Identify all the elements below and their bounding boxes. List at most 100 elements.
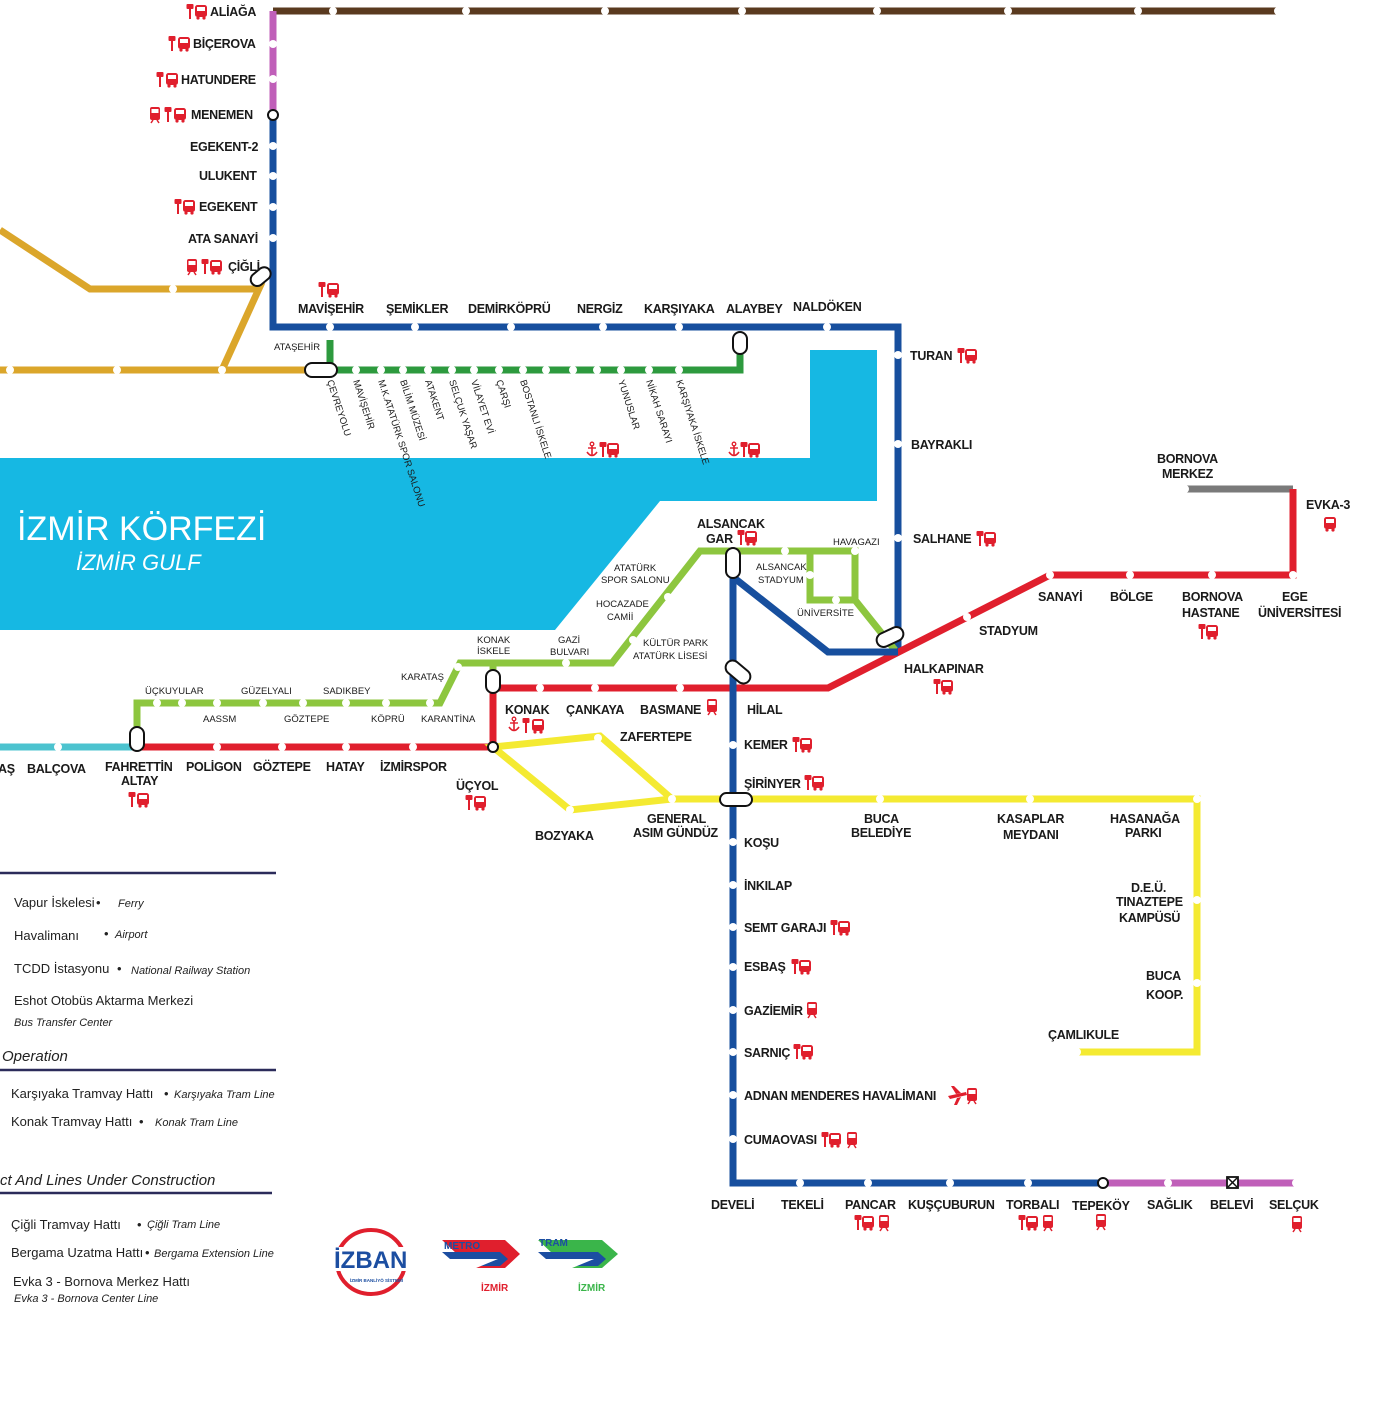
station-buca-koop[interactable]: BUCA <box>1146 969 1181 983</box>
station-evka3[interactable]: EVKA-3 <box>1306 498 1351 512</box>
tram-uckuyular[interactable]: ÜÇKUYULAR <box>145 686 204 697</box>
station-alaybey[interactable]: ALAYBEY <box>726 302 784 316</box>
station-deu[interactable]: D.E.Ü. <box>1131 880 1166 895</box>
station-hilal[interactable]: HİLAL <box>747 702 783 717</box>
station-basmane[interactable]: BASMANE <box>640 703 701 717</box>
station-camlikule[interactable]: ÇAMLIKULE <box>1048 1028 1119 1042</box>
station-izmirspor[interactable]: İZMİRSPOR <box>380 759 447 774</box>
tram-ataturk-spor[interactable]: ATATÜRK <box>614 563 657 574</box>
karsiyaka-tram-stop-label[interactable]: ÇARŞI <box>493 379 512 410</box>
station-salhane[interactable]: SALHANE <box>913 532 972 546</box>
station-sanayi[interactable]: SANAYİ <box>1038 589 1083 604</box>
station-sarnic[interactable]: SARNIÇ <box>744 1046 791 1060</box>
station-tepekoy[interactable]: TEPEKÖY <box>1072 1198 1131 1213</box>
station-cumaovasi[interactable]: CUMAOVASI <box>744 1133 817 1147</box>
legend-karsiyaka-tram: Karşıyaka Tramvay Hattı <box>11 1086 153 1101</box>
interchange-nodes <box>129 109 1109 1189</box>
tram-kopru[interactable]: KÖPRÜ <box>371 714 405 725</box>
tram-karantina[interactable]: KARANTİNA <box>421 714 476 725</box>
tram-sadikbey[interactable]: SADIKBEY <box>323 686 371 697</box>
yellow-line <box>484 732 1201 1056</box>
station-kasaplar[interactable]: KASAPLAR <box>997 812 1065 826</box>
station-semikler[interactable]: ŞEMİKLER <box>386 301 449 316</box>
karsiyaka-tram-stop-label[interactable]: ATAKENT <box>422 379 446 423</box>
station-halkapinar[interactable]: HALKAPINAR <box>904 662 984 676</box>
station-atasanayi[interactable]: ATA SANAYİ <box>188 231 258 246</box>
station-naldoken[interactable]: NALDÖKEN <box>793 299 862 314</box>
station-tekeli[interactable]: TEKELİ <box>781 1197 824 1212</box>
tram-gazi-bulvari[interactable]: GAZİ <box>558 635 580 646</box>
station-ege-universitesi[interactable]: EGE <box>1282 590 1308 604</box>
station-kuscuburun[interactable]: KUŞÇUBURUN <box>908 1198 995 1212</box>
station-zafertepe[interactable]: ZAFERTEPE <box>620 730 692 744</box>
tram-karatas[interactable]: KARATAŞ <box>401 672 444 683</box>
station-bayrakli[interactable]: BAYRAKLI <box>911 438 972 452</box>
station-develi[interactable]: DEVELİ <box>711 1197 755 1212</box>
karsiyaka-tram-stop-label[interactable]: MAVİŞEHİR <box>350 379 376 432</box>
karsiyaka-tram-stop-label[interactable]: ÇEVREYOLU <box>324 379 353 438</box>
metro-south-line <box>729 551 1103 1187</box>
station-fahrettin-altay[interactable]: FAHRETTİN <box>105 759 173 774</box>
station-nergiz[interactable]: NERGİZ <box>577 301 623 316</box>
station-egekent2[interactable]: EGEKENT-2 <box>190 140 259 154</box>
station-hatay[interactable]: HATAY <box>326 760 366 774</box>
station-bornova-merkez[interactable]: BORNOVA <box>1157 452 1218 466</box>
station-general-asim-gunduz[interactable]: GENERAL <box>647 812 707 826</box>
tram-universite[interactable]: ÜNİVERSİTE <box>797 608 854 619</box>
bullet: • <box>139 1114 144 1129</box>
station-bolge[interactable]: BÖLGE <box>1110 589 1153 604</box>
station-gaziemir[interactable]: GAZİEMİR <box>744 1003 803 1018</box>
tram-konak-iskele[interactable]: KONAK <box>477 635 511 646</box>
tram-hocazade[interactable]: HOCAZADE <box>596 599 649 610</box>
station-hatundere[interactable]: HATUNDERE <box>181 73 256 87</box>
tram-kulturpark[interactable]: KÜLTÜR PARK <box>643 638 709 649</box>
station-torbali[interactable]: TORBALI <box>1006 1198 1060 1212</box>
station-cankaya[interactable]: ÇANKAYA <box>566 703 625 717</box>
station-pancar[interactable]: PANCAR <box>845 1198 896 1212</box>
station-buca-belediye[interactable]: BUCA <box>864 812 899 826</box>
station-hasanaga[interactable]: HASANAĞA <box>1110 811 1180 826</box>
station-esbas[interactable]: ESBAŞ <box>744 960 786 974</box>
station-semt-garaji[interactable]: SEMT GARAJI <box>744 921 826 935</box>
karsiyaka-tram-stop-label[interactable]: YUNUSLAR <box>615 379 641 432</box>
station-sirinyer[interactable]: ŞİRİNYER <box>744 776 801 791</box>
tram-aassm[interactable]: AASSM <box>203 714 236 725</box>
station-as-cut[interactable]: AŞ <box>0 762 15 776</box>
station-alsancak-gar[interactable]: ALSANCAK <box>697 517 765 531</box>
station-balcova[interactable]: BALÇOVA <box>27 762 86 776</box>
station-aliaga[interactable]: ALİAĞA <box>210 4 257 19</box>
station-adnan-menderes[interactable]: ADNAN MENDERES HAVALİMANI <box>744 1088 936 1103</box>
station-mavisehir[interactable]: MAVİŞEHİR <box>298 301 364 316</box>
station-bozyaka[interactable]: BOZYAKA <box>535 829 594 843</box>
station-konak[interactable]: KONAK <box>505 703 550 717</box>
karsiyaka-tram-stop-label[interactable]: KARŞIYAKA İSKELE <box>673 379 711 467</box>
station-kosu[interactable]: KOŞU <box>744 836 779 850</box>
station-belevi[interactable]: BELEVİ <box>1210 1197 1254 1212</box>
station-menemen[interactable]: MENEMEN <box>191 108 253 122</box>
station-selcuk[interactable]: SELÇUK <box>1269 1198 1319 1212</box>
station-cigli[interactable]: ÇİĞLİ <box>228 259 260 274</box>
station-bornova-merkez-2: MERKEZ <box>1162 467 1214 481</box>
station-demirkopru[interactable]: DEMİRKÖPRÜ <box>468 301 551 316</box>
station-goztepe[interactable]: GÖZTEPE <box>253 759 311 774</box>
tram-havagazi[interactable]: HAVAGAZI <box>833 537 880 548</box>
tram-goztepe[interactable]: GÖZTEPE <box>284 714 329 725</box>
station-bornova-hastane[interactable]: BORNOVA <box>1182 590 1243 604</box>
station-egekent[interactable]: EGEKENT <box>199 200 258 214</box>
tram-guzelyali[interactable]: GÜZELYALI <box>241 686 292 697</box>
bullet: • <box>117 961 122 976</box>
karsiyaka-tram-stop-label[interactable]: BOSTANLI İSKELE <box>517 379 553 461</box>
station-poligon[interactable]: POLİGON <box>186 759 242 774</box>
station-stadyum[interactable]: STADYUM <box>979 624 1038 638</box>
station-bicerova[interactable]: BİÇEROVA <box>193 36 256 51</box>
tram-alsancak-stadyum[interactable]: ALSANCAK <box>756 562 807 573</box>
station-kemer[interactable]: KEMER <box>744 738 788 752</box>
station-ulukent[interactable]: ULUKENT <box>199 169 258 183</box>
station-turan[interactable]: TURAN <box>910 349 953 363</box>
karsiyaka-tram-stop-label[interactable]: NİKAH SARAYI <box>643 379 674 445</box>
station-karsiyaka[interactable]: KARŞIYAKA <box>644 302 715 316</box>
station-ucyol[interactable]: ÜÇYOL <box>456 778 499 793</box>
station-saglik[interactable]: SAĞLIK <box>1147 1197 1193 1212</box>
station-atasehir[interactable]: ATAŞEHİR <box>274 342 320 353</box>
station-inkilap[interactable]: İNKILAP <box>744 878 792 893</box>
